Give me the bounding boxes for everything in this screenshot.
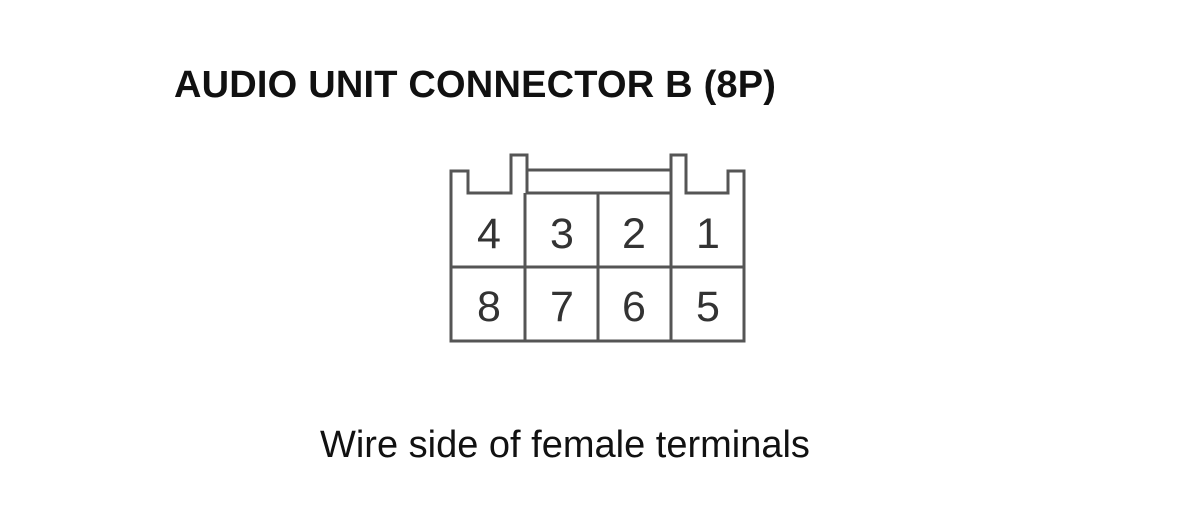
pin-5: 5: [696, 283, 720, 331]
pin-2: 2: [622, 210, 646, 258]
pin-6: 6: [622, 283, 646, 331]
pin-3: 3: [550, 210, 574, 258]
pin-labels: 4 3 2 1 8 7 6 5: [477, 210, 720, 331]
pin-4: 4: [477, 210, 501, 258]
diagram-caption: Wire side of female terminals: [320, 424, 810, 466]
pin-1: 1: [696, 210, 720, 258]
pin-7: 7: [550, 283, 574, 331]
diagram-title: AUDIO UNIT CONNECTOR B (8P): [174, 64, 777, 106]
pin-8: 8: [477, 283, 501, 331]
connector-housing: [449, 153, 746, 343]
